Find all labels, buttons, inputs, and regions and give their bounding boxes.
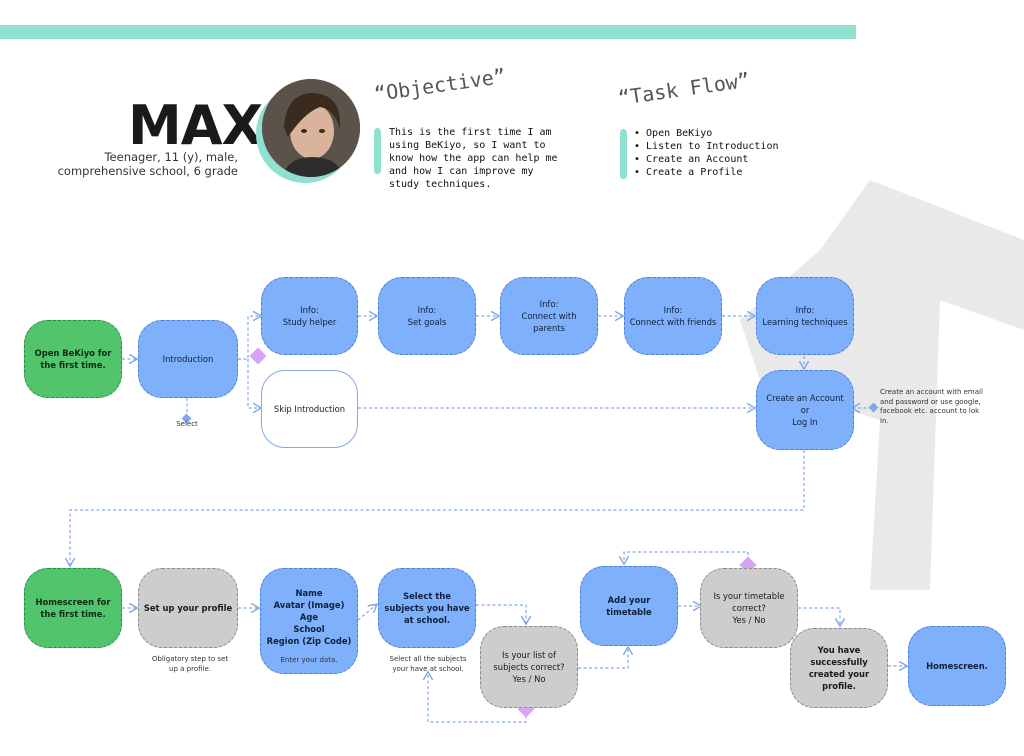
node-info-learning-techniques: Info: Learning techniques <box>756 277 854 355</box>
node-select-subjects: Select the subjects you have at school. <box>378 568 476 648</box>
persona-description: Teenager, 11 (y), male, comprehensive sc… <box>57 150 238 178</box>
avatar-photo <box>262 79 360 177</box>
task-flow-list: Open BeKiyo Listen to Introduction Creat… <box>634 127 778 179</box>
note-select-all: Select all the subjects your have at sch… <box>389 655 467 673</box>
node-homescreen-first: Homescreen for the first time. <box>24 568 122 648</box>
task-flow-item: Create a Profile <box>634 166 778 179</box>
task-flow-item: Create an Account <box>634 153 778 166</box>
task-flow-accent-bar <box>620 129 627 179</box>
node-info-connect-parents: Info: Connect with parents <box>500 277 598 355</box>
node-info-connect-friends: Info: Connect with friends <box>624 277 722 355</box>
node-skip-introduction: Skip Introduction <box>261 370 358 448</box>
note-obligatory: Obligatory step to set up a profile. <box>151 655 229 673</box>
node-homescreen: Homescreen. <box>908 626 1006 706</box>
node-create-account: Create an Account or Log In <box>756 370 854 450</box>
node-subjects-correct: Is your list of subjects correct? Yes / … <box>480 626 578 708</box>
task-flow-item: Open BeKiyo <box>634 127 778 140</box>
node-profile-fields: Name Avatar (Image) Age School Region (Z… <box>260 568 358 674</box>
node-add-timetable: Add your timetable <box>580 566 678 646</box>
node-success: You have successfully created your profi… <box>790 628 888 708</box>
person-icon <box>262 79 360 177</box>
note-select: Select <box>176 420 198 428</box>
objective-text: This is the first time I am using BeKiyo… <box>389 127 558 190</box>
node-info-set-goals: Info: Set goals <box>378 277 476 355</box>
node-setup-profile: Set up your profile <box>138 568 238 648</box>
avatar <box>256 79 360 183</box>
node-open-bekiyo: Open BeKiyo for the first time. <box>24 320 122 398</box>
top-accent-bar <box>0 25 856 39</box>
objective-accent-bar <box>374 128 381 174</box>
task-flow-item: Listen to Introduction <box>634 140 778 153</box>
node-introduction: Introduction <box>138 320 238 398</box>
node-timetable-correct: Is your timetable correct? Yes / No <box>700 568 798 648</box>
note-account: Create an account with email and passwor… <box>880 388 983 425</box>
node-info-study-helper: Info: Study helper <box>261 277 358 355</box>
note-enter-data: Enter your data. <box>280 656 338 664</box>
